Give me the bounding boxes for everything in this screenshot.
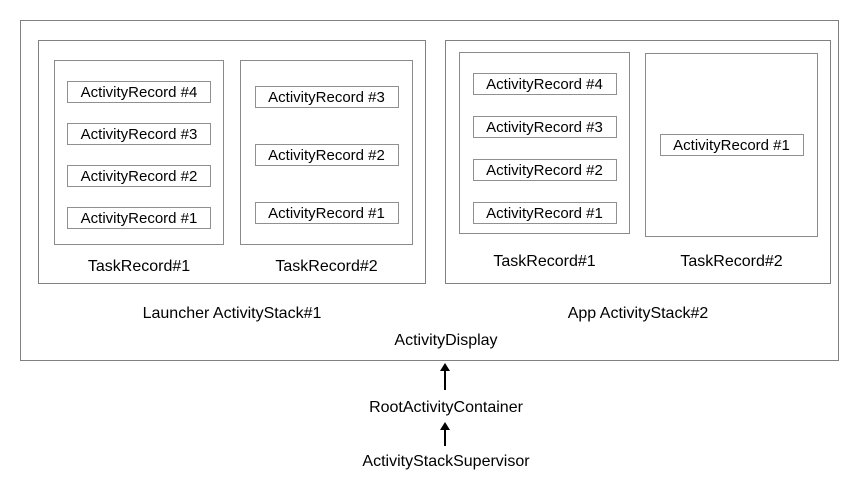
- launcher-activity-stack-label: Launcher ActivityStack#1: [142, 305, 322, 322]
- launcher-task-record-1-box: ActivityRecord #4 ActivityRecord #3 Acti…: [54, 60, 224, 245]
- activity-record-box: ActivityRecord #2: [254, 144, 399, 166]
- up-arrow-icon: [440, 422, 450, 430]
- app-activity-stack-box: ActivityRecord #4 ActivityRecord #3 Acti…: [445, 40, 831, 284]
- launcher-task-record-2-label: TaskRecord#2: [275, 258, 378, 275]
- up-arrow-icon: [440, 363, 450, 371]
- activity-record-box: ActivityRecord #3: [254, 86, 399, 108]
- activity-record-box: ActivityRecord #1: [254, 202, 399, 224]
- activity-stack-supervisor-label: ActivityStackSupervisor: [362, 453, 530, 470]
- root-activity-container-label: RootActivityContainer: [369, 399, 523, 416]
- app-task-record-2-label: TaskRecord#2: [680, 253, 783, 270]
- activity-record-box: ActivityRecord #2: [67, 165, 211, 187]
- app-task-record-1-label: TaskRecord#1: [493, 253, 596, 270]
- app-activity-stack-label: App ActivityStack#2: [567, 305, 709, 322]
- launcher-task-record-2-box: ActivityRecord #3 ActivityRecord #2 Acti…: [240, 60, 413, 245]
- launcher-activity-stack-box: ActivityRecord #4 ActivityRecord #3 Acti…: [38, 40, 426, 284]
- activity-display-box: ActivityRecord #4 ActivityRecord #3 Acti…: [20, 20, 839, 361]
- launcher-task-record-1-label: TaskRecord#1: [87, 258, 191, 275]
- activity-record-box: ActivityRecord #3: [472, 116, 617, 138]
- app-task-record-1-box: ActivityRecord #4 ActivityRecord #3 Acti…: [459, 52, 630, 234]
- activity-display-label: ActivityDisplay: [394, 332, 498, 349]
- activity-record-box: ActivityRecord #1: [67, 207, 211, 229]
- activity-record-box: ActivityRecord #2: [472, 159, 617, 181]
- activity-record-box: ActivityRecord #1: [472, 202, 617, 224]
- app-task-record-2-box: ActivityRecord #1: [645, 53, 818, 237]
- activity-record-box: ActivityRecord #4: [472, 73, 617, 95]
- arrow-line: [444, 429, 446, 446]
- activity-record-box: ActivityRecord #3: [67, 123, 211, 145]
- arrow-line: [444, 370, 446, 390]
- activity-record-box: ActivityRecord #1: [659, 134, 804, 156]
- activity-record-box: ActivityRecord #4: [67, 81, 211, 103]
